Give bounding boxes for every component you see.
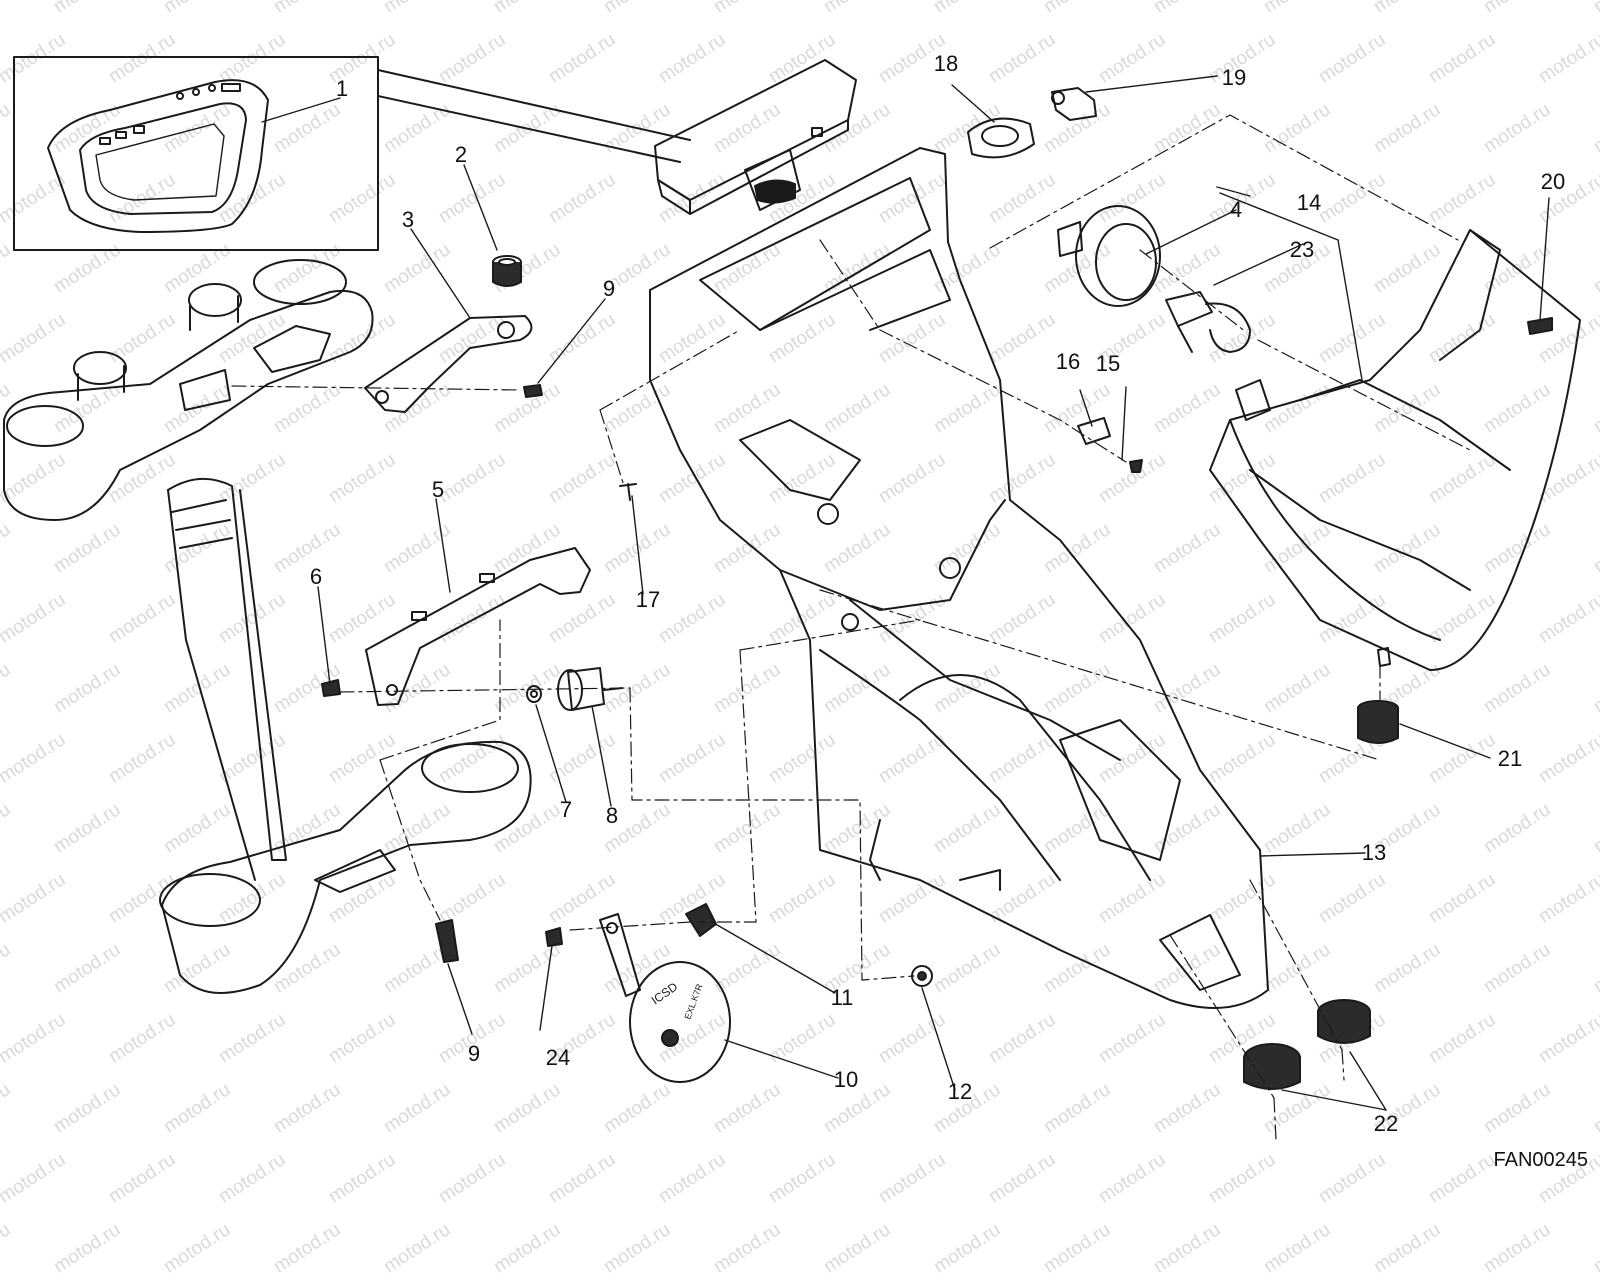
watermark-text: motod.ru [1480,1219,1555,1278]
watermark-text: motod.ru [600,1219,675,1278]
callout-c23: 23 [1289,237,1315,262]
bulb-cap-4 [1057,205,1161,307]
callout-c8: 8 [605,803,619,828]
watermark-text: motod.ru [1150,1219,1225,1278]
watermark-text: motod.ru [1040,1219,1115,1278]
bolt-9-upper [523,384,543,398]
watermark-text: motod.ru [50,1219,125,1278]
watermark-text: motod.ru [1260,1219,1335,1278]
watermark-text: motod.ru [160,1219,235,1278]
horn-marking: EXL.K7R [682,982,704,1021]
watermark-text: motod.ru [820,1219,895,1278]
callout-c4: 4 [1229,197,1243,222]
grommet-2 [492,255,522,287]
horn-10 [599,913,731,1083]
callout-c1: 1 [335,76,349,101]
watermark-text: motod.ru [1590,1219,1600,1278]
callout-c2: 2 [454,142,468,167]
grommet-18 [967,117,1035,159]
watermark-text: motod.ru [1370,1219,1445,1278]
lower-triple-clamp [159,740,532,994]
callout-c6: 6 [309,564,323,589]
clip-16 [1077,417,1111,445]
watermark-text: motod.ru [710,1219,785,1278]
callout-c18: 18 [933,51,959,76]
horn-marking: ICSD [649,979,681,1007]
callout-c5: 5 [431,477,445,502]
callout-c15: 15 [1095,351,1121,376]
screw-6 [321,679,341,697]
watermark-text: motod.ru [380,1219,455,1278]
instrument-cluster-body [654,59,857,215]
watermark-text: motod.ru [270,1219,345,1278]
callout-c7: 7 [559,797,573,822]
drawing-code: FAN00245 [1493,1149,1588,1171]
assembly-lines [231,114,1471,1141]
callout-c12: 12 [947,1079,973,1104]
screw-15 [1129,459,1143,473]
bolt-9-lower [435,919,459,963]
callout-c24: 24 [545,1045,571,1070]
steering-stem [167,477,287,881]
callout-c19: 19 [1221,65,1247,90]
callout-c20: 20 [1540,169,1566,194]
damper-21 [1357,700,1399,744]
watermark-text: motod.ru [0,1219,15,1278]
screw-20 [1527,317,1553,335]
callout-c10: 10 [833,1067,859,1092]
headlight-support-13 [649,147,1269,1009]
callout-c3: 3 [401,207,415,232]
upper-triple-clamp [3,259,374,521]
bracket-5 [365,547,591,706]
callout-c14: 14 [1296,190,1322,215]
callout-c16: 16 [1055,349,1081,374]
connector-19 [1051,87,1097,121]
callout-c21: 21 [1497,746,1523,771]
bracket-3 [364,315,533,413]
callout-c22: 22 [1373,1111,1399,1136]
callout-c9a: 9 [602,276,616,301]
callout-c11: 11 [830,985,854,1010]
damper-22-left [1243,1043,1301,1090]
screw-24 [545,927,563,947]
clip-11 [685,903,717,937]
watermark-text: motod.ru [930,1219,1005,1278]
leader-lines [261,75,1550,1111]
headlight-assembly-14 [1209,229,1581,671]
washer-7 [526,685,542,703]
damper-22-right [1317,999,1371,1044]
watermark-text: motod.ru [490,1219,565,1278]
callout-c17: 17 [635,587,661,612]
screw-17 [619,483,637,501]
bulb-23 [1165,291,1251,353]
callout-c9b: 9 [467,1041,481,1066]
callout-c13: 13 [1361,840,1387,865]
instrument-panel-inset [13,56,691,251]
nut-12 [911,965,933,987]
